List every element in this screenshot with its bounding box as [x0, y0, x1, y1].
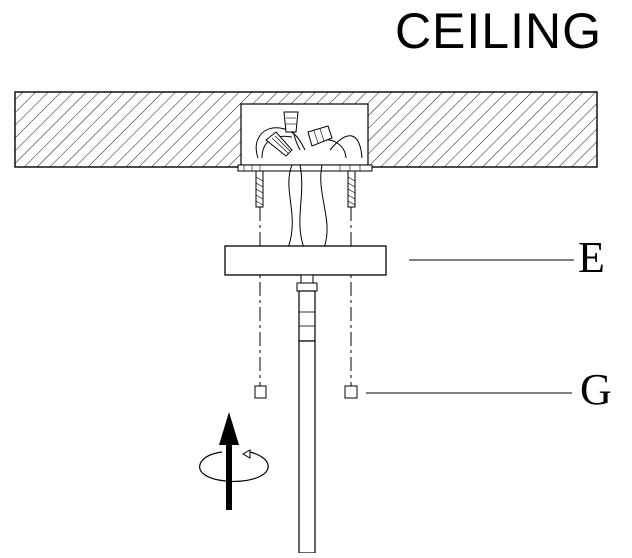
screw-left — [255, 170, 264, 208]
callout-label-g: G — [580, 365, 612, 414]
supply-wires — [287, 164, 328, 249]
junction-box — [240, 103, 369, 166]
canopy-e — [224, 245, 387, 276]
mounting-bracket — [237, 164, 373, 172]
alignment-lines — [259, 207, 352, 386]
wire-nut-top-icon — [283, 111, 299, 133]
screw-nut-left — [254, 385, 267, 399]
screw-nut-right — [344, 385, 358, 399]
suspension-rod — [296, 274, 318, 554]
screw-right — [347, 170, 356, 208]
wire-nut-left-icon — [265, 131, 293, 157]
callout-label-e: E — [578, 233, 605, 282]
rotate-arrow-icon — [199, 412, 269, 510]
wire-nut-right-icon — [307, 125, 333, 147]
diagram-title: CEILING — [394, 3, 602, 59]
